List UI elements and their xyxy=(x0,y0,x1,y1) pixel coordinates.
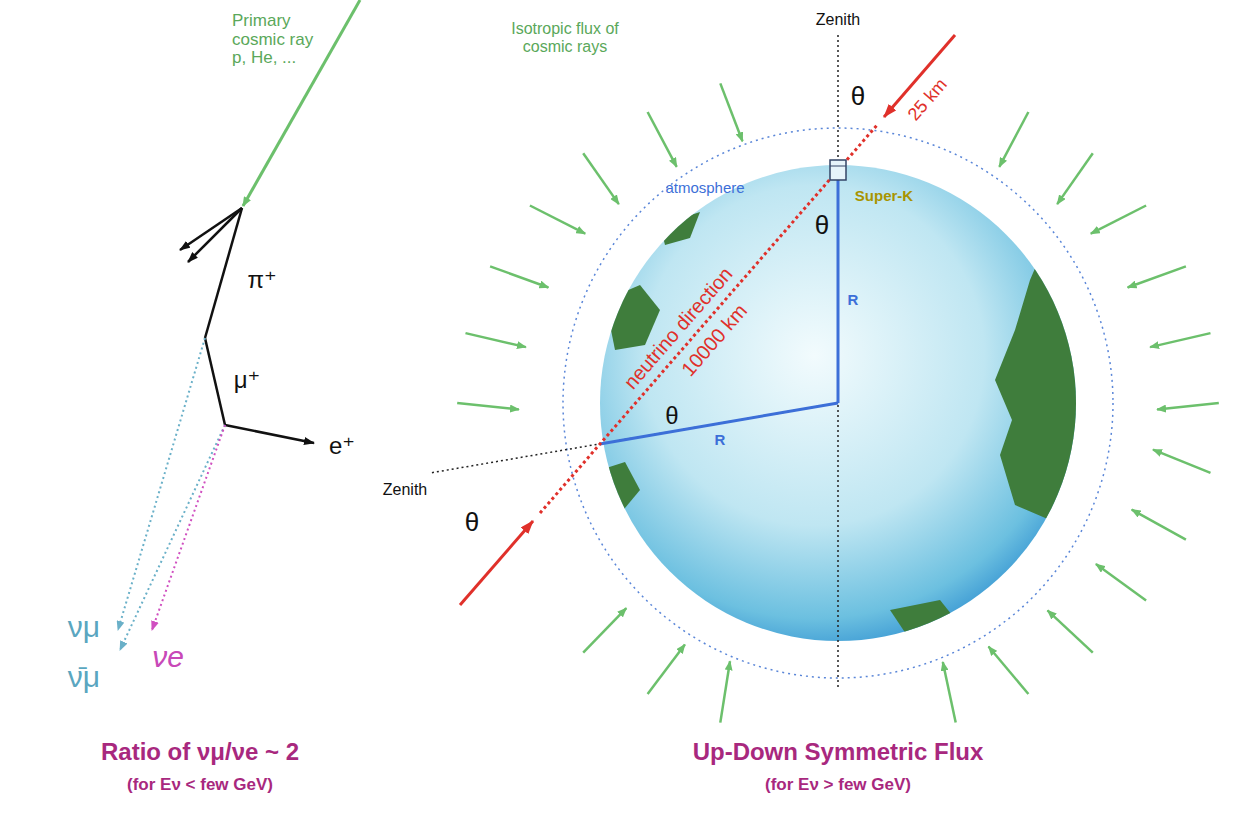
neutrino-track xyxy=(152,425,225,630)
particle-label: π⁺ xyxy=(247,267,276,293)
flux-arrow xyxy=(530,206,585,234)
neutrino-track xyxy=(120,425,225,650)
particle-label: e⁺ xyxy=(329,433,355,459)
radius-label: R xyxy=(848,292,859,309)
neutrino-track xyxy=(118,338,205,630)
particle-label: Primary cosmic ray p, He, ... xyxy=(232,12,324,68)
zenith-label: Zenith xyxy=(816,11,860,29)
atmosphere-label: atmosphere xyxy=(665,180,744,197)
distance-label: 25 km xyxy=(904,75,951,125)
caption-text: (for Eν < few GeV) xyxy=(127,776,273,795)
flux-arrow xyxy=(648,645,685,695)
flux-arrow xyxy=(720,83,742,141)
flux-arrow xyxy=(583,153,619,204)
detector-icon xyxy=(830,160,846,180)
flux-arrow xyxy=(1057,153,1093,204)
particle-label: μ⁺ xyxy=(234,367,261,393)
muon-track xyxy=(205,338,225,425)
flux-arrow xyxy=(466,333,526,347)
flux-arrow xyxy=(1091,206,1146,234)
continents xyxy=(598,212,1085,640)
caption-text: Ratio of νμ/νe ~ 2 xyxy=(101,739,299,765)
angle-label: θ xyxy=(665,403,678,429)
flux-label: Isotropic flux of cosmic rays xyxy=(490,20,640,55)
zenith-line xyxy=(837,35,839,690)
cosmic-ray-flux xyxy=(457,83,1219,722)
flux-arrow xyxy=(1132,510,1186,540)
caption-text: Up-Down Symmetric Flux xyxy=(693,739,984,765)
pion-track xyxy=(205,208,242,338)
flux-arrow xyxy=(457,403,519,410)
radius-line xyxy=(837,178,840,403)
detector-icon xyxy=(830,166,846,167)
flux-arrow xyxy=(999,112,1028,167)
flux-arrow xyxy=(490,266,548,287)
flux-arrow xyxy=(943,662,956,723)
angle-label: θ xyxy=(465,508,479,537)
flux-arrow xyxy=(1153,450,1211,473)
caption-text: (for Eν > few GeV) xyxy=(765,776,911,795)
flux-arrow xyxy=(1096,564,1146,600)
flux-arrow xyxy=(583,608,626,653)
flux-arrow xyxy=(1150,333,1210,347)
flux-arrow xyxy=(1048,610,1093,652)
flux-arrow xyxy=(648,112,677,167)
flux-arrow xyxy=(989,647,1029,695)
zenith-line xyxy=(430,403,838,473)
flux-arrow xyxy=(1128,266,1186,287)
neutrino-label: νμ xyxy=(68,610,100,643)
radius-label: R xyxy=(715,432,726,449)
angle-label: θ xyxy=(851,82,865,111)
positron-track xyxy=(225,425,314,443)
flux-arrow xyxy=(1157,403,1219,410)
detector-label: Super-K xyxy=(855,188,913,205)
earth xyxy=(600,165,1076,641)
neutrino-path xyxy=(540,124,878,513)
zenith-label: Zenith xyxy=(383,481,427,499)
neutrino-label: νe xyxy=(152,640,184,673)
neutrino-label: ν̄μ xyxy=(68,660,100,693)
flux-arrow xyxy=(720,661,730,722)
angle-label: θ xyxy=(815,211,829,240)
